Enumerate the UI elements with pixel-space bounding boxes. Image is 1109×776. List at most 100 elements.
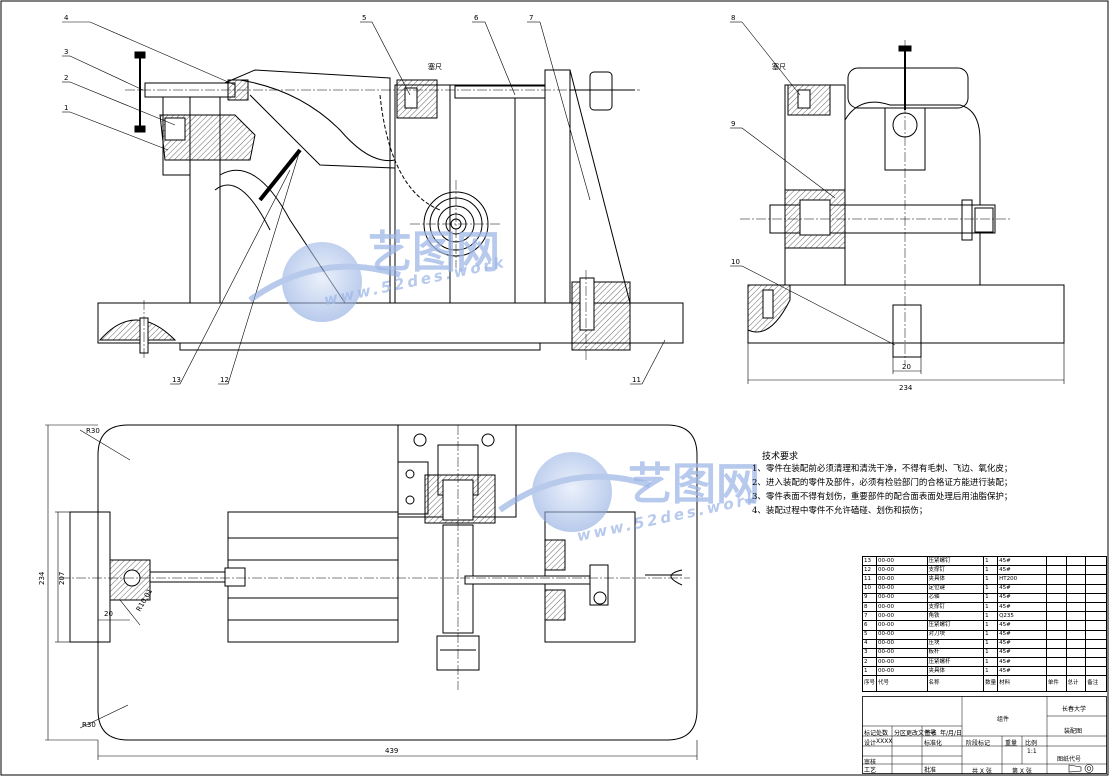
bom-cell-empty bbox=[1045, 629, 1067, 640]
bom-cell-code: 00-00 bbox=[876, 601, 928, 613]
balloon-12: 12 bbox=[220, 376, 229, 384]
dim-radius-top: R30 bbox=[86, 427, 100, 435]
bom-head-no: 序号 bbox=[861, 675, 878, 693]
bom-cell-qty: 1 bbox=[983, 657, 999, 668]
bom-cell-empty bbox=[1085, 583, 1107, 594]
leader-lines bbox=[62, 21, 896, 385]
tech-notes-title: 技术要求 bbox=[762, 452, 799, 462]
bom-cell-material: Q235 bbox=[997, 611, 1047, 622]
tb-scale-label: 比例 bbox=[1025, 740, 1038, 747]
bom-head-single: 单件 bbox=[1045, 675, 1067, 693]
bom-cell-code: 00-00 bbox=[876, 592, 928, 603]
balloon-7: 7 bbox=[529, 14, 533, 22]
bom-cell-code: 00-00 bbox=[876, 647, 928, 659]
balloon-3: 3 bbox=[64, 48, 68, 56]
balloon-10: 10 bbox=[731, 258, 740, 266]
front-centerlines bbox=[125, 89, 640, 362]
watermark-cn-1: 艺图网 bbox=[368, 227, 500, 278]
tb-sign: 签名 bbox=[925, 730, 938, 737]
dim-side-offset: 20 bbox=[902, 363, 911, 371]
bom-head-qty: 数量 bbox=[983, 675, 999, 693]
bom-cell-material: 45# bbox=[997, 638, 1047, 649]
tb-drawing: 装配图 bbox=[1064, 728, 1083, 735]
bom-cell-no: 1 bbox=[861, 666, 878, 677]
bom-cell-code: 00-00 bbox=[876, 629, 928, 640]
tb-process: 工艺 bbox=[864, 767, 877, 774]
bom-cell-material: 45# bbox=[997, 620, 1047, 631]
tb-design-name: XXXX bbox=[876, 738, 893, 745]
tech-note-1: 1、零件在装配前必须清理和清洗干净，不得有毛刺、飞边、氧化皮； bbox=[752, 464, 1013, 474]
bom-cell-name: 压紧螺钉 bbox=[926, 555, 985, 567]
bom-cell-empty bbox=[1045, 611, 1067, 622]
bom-cell-empty bbox=[1065, 611, 1087, 622]
bom-cell-material: 45# bbox=[997, 592, 1047, 603]
bom-head-code: 代号 bbox=[876, 675, 928, 693]
title-block-grid bbox=[862, 696, 1107, 774]
bom-cell-qty: 1 bbox=[983, 592, 999, 603]
bom-cell-material: 45# bbox=[997, 629, 1047, 640]
bom-cell-empty bbox=[1065, 565, 1087, 576]
bom-cell-empty bbox=[1045, 601, 1067, 613]
bom-cell-empty bbox=[1085, 657, 1107, 668]
bom-cell-empty bbox=[1045, 574, 1067, 585]
bom-cell-qty: 1 bbox=[983, 620, 999, 631]
tb-weight: 重量 bbox=[1005, 740, 1018, 747]
plan-centerlines bbox=[60, 425, 690, 690]
bom-cell-empty bbox=[1065, 629, 1087, 640]
bom-cell-name: 夹具体 bbox=[926, 574, 985, 585]
balloon-8: 8 bbox=[731, 14, 735, 22]
bom-cell-material: 45# bbox=[997, 555, 1047, 567]
bom-cell-empty bbox=[1085, 611, 1107, 622]
bom-cell-qty: 1 bbox=[983, 638, 999, 649]
bom-cell-empty bbox=[1045, 657, 1067, 668]
balloon-11: 11 bbox=[632, 376, 641, 384]
bom-cell-empty bbox=[1045, 647, 1067, 659]
plan-dimensions bbox=[45, 424, 698, 760]
bom-cell-empty bbox=[1065, 583, 1087, 594]
bom-cell-empty bbox=[1065, 592, 1087, 603]
bom-cell-qty: 1 bbox=[983, 611, 999, 622]
bom-cell-material: 45# bbox=[997, 657, 1047, 668]
bom-cell-name: 压紧螺钉 bbox=[926, 620, 985, 631]
bom-cell-empty bbox=[1045, 620, 1067, 631]
bom-cell-no: 10 bbox=[861, 583, 878, 594]
tb-stage: 阶段标记 bbox=[966, 740, 991, 747]
bom-cell-no: 9 bbox=[861, 592, 878, 603]
bom-cell-code: 00-00 bbox=[876, 565, 928, 576]
bom-cell-empty bbox=[1045, 565, 1067, 576]
tb-sheets: 共 X 张 bbox=[972, 768, 992, 775]
bom-cell-qty: 1 bbox=[983, 565, 999, 576]
balloon-4: 4 bbox=[64, 14, 69, 22]
balloon-6: 6 bbox=[474, 14, 479, 22]
dim-plan-height: 234 bbox=[38, 571, 46, 585]
bom-cell-empty bbox=[1085, 647, 1107, 659]
tb-count: 处数 bbox=[876, 730, 889, 737]
bom-cell-material: 45# bbox=[997, 647, 1047, 659]
bom-cell-name: 定位键 bbox=[926, 583, 985, 594]
bom-cell-empty bbox=[1085, 565, 1107, 576]
bom-head-mat: 材料 bbox=[997, 675, 1047, 693]
bom-cell-name: 压紧螺杆 bbox=[926, 657, 985, 668]
dim-plan-inner-height: 207 bbox=[58, 572, 66, 585]
bom-cell-empty bbox=[1085, 601, 1107, 613]
bom-cell-code: 00-00 bbox=[876, 657, 928, 668]
bom-cell-empty bbox=[1065, 601, 1087, 613]
dim-plan-offset: 20 bbox=[104, 610, 113, 618]
bom-cell-no: 4 bbox=[861, 638, 878, 649]
dim-plan-width: 439 bbox=[385, 747, 398, 755]
bom-header-row: 序号 代号 名称 数量 材料 单件 总计 备注 bbox=[861, 675, 1107, 693]
bom-cell-code: 00-00 bbox=[876, 555, 928, 567]
tb-date: 年/月/日 bbox=[940, 730, 963, 737]
bom-head-name: 名称 bbox=[926, 675, 985, 693]
bom-cell-empty bbox=[1045, 555, 1067, 567]
bom-cell-empty bbox=[1065, 666, 1087, 677]
bom-cell-code: 00-00 bbox=[876, 638, 928, 649]
bom-cell-material: 45# bbox=[997, 565, 1047, 576]
bom-cell-no: 5 bbox=[861, 629, 878, 640]
